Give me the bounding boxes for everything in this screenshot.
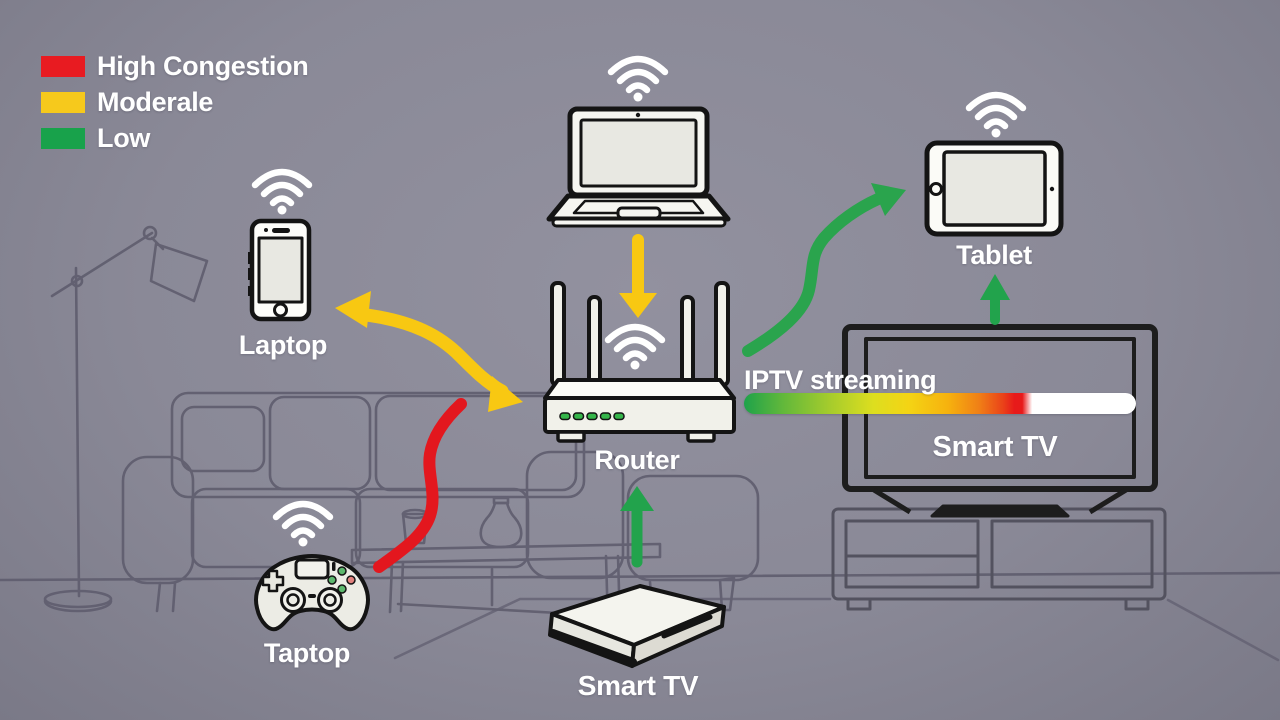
arrowhead-right [488,376,523,412]
console-label: Smart TV [577,670,699,701]
iptv-congestion-bar [744,393,1136,414]
dpad [261,569,285,593]
legend-item-moderate: Moderale [41,84,308,120]
legend-item-low: Low [41,120,308,156]
iptv-streaming-label: IPTV streaming [744,365,937,395]
legend-label-high: High Congestion [97,50,309,81]
arrow-router-phone [335,291,523,412]
arrow-tv-to-tablet [980,274,1010,325]
arrow-router-to-tablet [742,183,906,357]
router-leds [559,412,625,421]
arrow-gamepad-to-router [373,398,467,573]
arrowhead-left [335,291,371,328]
console-icon [548,584,726,668]
legend-swatch-high [41,55,85,77]
legend-item-high: High Congestion [41,48,309,84]
legend-swatch-moderate [41,91,85,113]
arrow-console-to-router [620,486,654,568]
legend-label-low: Low [97,122,151,153]
wifi-icon-laptop [607,55,669,102]
congestion-legend: High Congestion Moderale Low [41,48,309,156]
laptop-icon [546,106,731,228]
router-label: Router [594,445,680,475]
cup [401,512,429,545]
vase [479,501,523,549]
legend-swatch-low [41,127,85,149]
tablet-icon [924,140,1064,237]
router-icon [543,281,736,443]
arrow-laptop-to-router [619,234,657,318]
rug [393,597,1280,662]
smartphone-icon [248,218,312,322]
couch [121,391,625,613]
gamepad-icon [254,554,370,632]
floor-lamp [43,225,209,613]
tablet-label: Tablet [956,240,1032,270]
wifi-icon-tablet [965,91,1027,138]
tv-label: Smart TV [932,431,1058,463]
gamepad-label: Taptop [263,638,351,668]
phone-label: Laptop [238,330,328,360]
wifi-icon-gamepad [272,500,334,547]
wifi-icon-router [604,323,666,370]
wifi-icon-phone [251,168,313,215]
legend-label-moderate: Moderale [97,86,214,117]
